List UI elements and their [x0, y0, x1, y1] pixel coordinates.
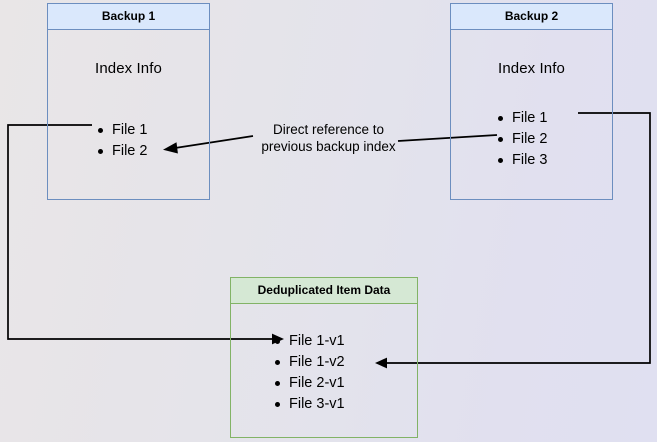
backup-2-file-list: File 1 File 2 File 3	[496, 108, 547, 171]
dedup-file-list: File 1-v1 File 1-v2 File 2-v1 File 3-v1	[273, 331, 345, 415]
list-item: File 2	[496, 129, 547, 150]
node-dedup-body: File 1-v1 File 1-v2 File 2-v1 File 3-v1	[231, 304, 417, 437]
node-backup-1-body: Index Info File 1 File 2	[48, 30, 209, 199]
node-backup-2-body: Index Info File 1 File 2 File 3	[451, 30, 612, 199]
node-backup-1-title: Backup 1	[48, 4, 209, 30]
backup-1-index-info-label: Index Info	[95, 60, 162, 77]
backup-1-file-list: File 1 File 2	[96, 120, 147, 162]
list-item: File 1	[496, 108, 547, 129]
list-item: File 3-v1	[273, 394, 345, 415]
direct-reference-caption: Direct reference to previous backup inde…	[261, 122, 396, 154]
node-backup-2[interactable]: Backup 2 Index Info File 1 File 2 File 3	[450, 3, 613, 200]
node-backup-1[interactable]: Backup 1 Index Info File 1 File 2	[47, 3, 210, 200]
node-backup-2-title: Backup 2	[451, 4, 612, 30]
list-item: File 2-v1	[273, 373, 345, 394]
backup-2-index-info-label: Index Info	[498, 60, 565, 77]
node-dedup-title: Deduplicated Item Data	[231, 278, 417, 304]
list-item: File 1-v1	[273, 331, 345, 352]
list-item: File 1	[96, 120, 147, 141]
list-item: File 3	[496, 150, 547, 171]
node-deduplicated-item-data[interactable]: Deduplicated Item Data File 1-v1 File 1-…	[230, 277, 418, 438]
list-item: File 2	[96, 141, 147, 162]
list-item: File 1-v2	[273, 352, 345, 373]
